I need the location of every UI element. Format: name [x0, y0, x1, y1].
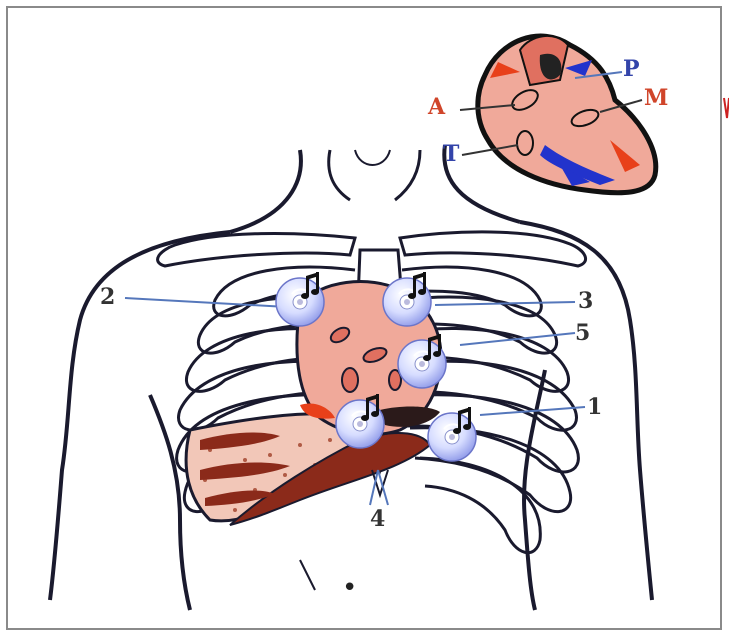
- inset-label-t: T: [443, 143, 459, 165]
- label-5: 5: [575, 322, 590, 344]
- label-2: 2: [100, 286, 115, 308]
- inset-label-p: P: [623, 58, 640, 80]
- right-clavicle: [400, 232, 586, 266]
- abdomen-mark-left: [300, 560, 315, 590]
- cropped-red-mark: [724, 98, 729, 118]
- throat-notch: [355, 150, 390, 165]
- neck-left-outline: [230, 150, 301, 232]
- right-arm-inner: [524, 370, 545, 610]
- neck-muscle-right: [395, 150, 420, 200]
- left-shoulder-outline: [50, 232, 230, 600]
- label-4: 4: [370, 508, 385, 530]
- neck-muscle-left: [329, 150, 350, 200]
- label-1: 1: [587, 396, 602, 418]
- label-3: 3: [578, 290, 593, 312]
- audio-cd-icon[interactable]: [424, 403, 488, 467]
- audio-cd-icon[interactable]: [272, 268, 336, 332]
- inset-label-m: M: [644, 87, 668, 109]
- bottom-mark: •: [342, 573, 357, 603]
- inset-valve-t: [517, 131, 533, 155]
- audio-cd-icon[interactable]: [394, 330, 458, 394]
- audio-cd-icon[interactable]: [379, 268, 443, 332]
- inset-label-a: A: [428, 96, 445, 118]
- audio-cd-icon[interactable]: [332, 390, 396, 454]
